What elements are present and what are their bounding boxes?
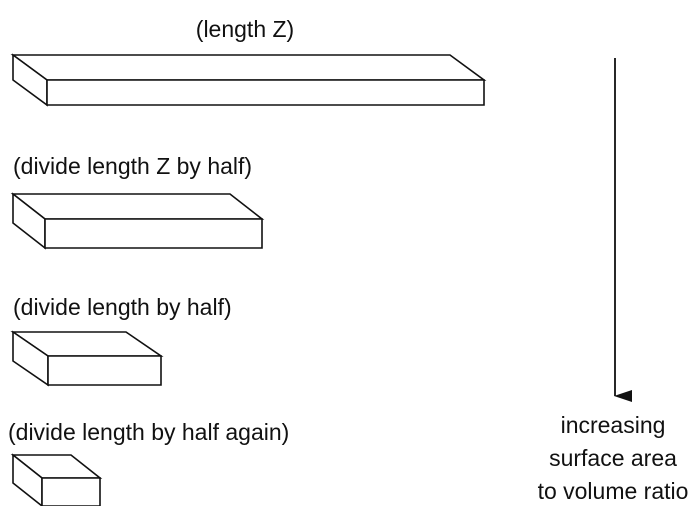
block-length-z xyxy=(10,53,487,107)
note-line-1: increasing xyxy=(561,412,666,438)
block-half-again-front-face xyxy=(41,477,101,506)
block-half-again-side-face xyxy=(12,453,43,506)
block-length-z-front-face xyxy=(46,79,485,106)
label-divide-length-by-half: (divide length by half) xyxy=(13,294,232,320)
note-line-2: surface area xyxy=(549,445,677,471)
label-length-z: (length Z) xyxy=(196,16,294,42)
block-half xyxy=(10,330,164,387)
block-half-z xyxy=(10,192,265,250)
block-length-z-top-face xyxy=(10,54,487,81)
note-line-3: to volume ratio xyxy=(538,478,689,504)
block-half-again xyxy=(10,453,103,506)
block-half-z-front-face xyxy=(44,218,263,249)
block-half-front-face xyxy=(47,355,162,386)
label-divide-length-by-half-again: (divide length by half again) xyxy=(8,419,289,445)
label-divide-length-z-by-half: (divide length Z by half) xyxy=(13,153,252,179)
increasing-ratio-note: increasing surface area to volume ratio xyxy=(538,412,689,504)
block-half-z-top-face xyxy=(10,193,265,220)
